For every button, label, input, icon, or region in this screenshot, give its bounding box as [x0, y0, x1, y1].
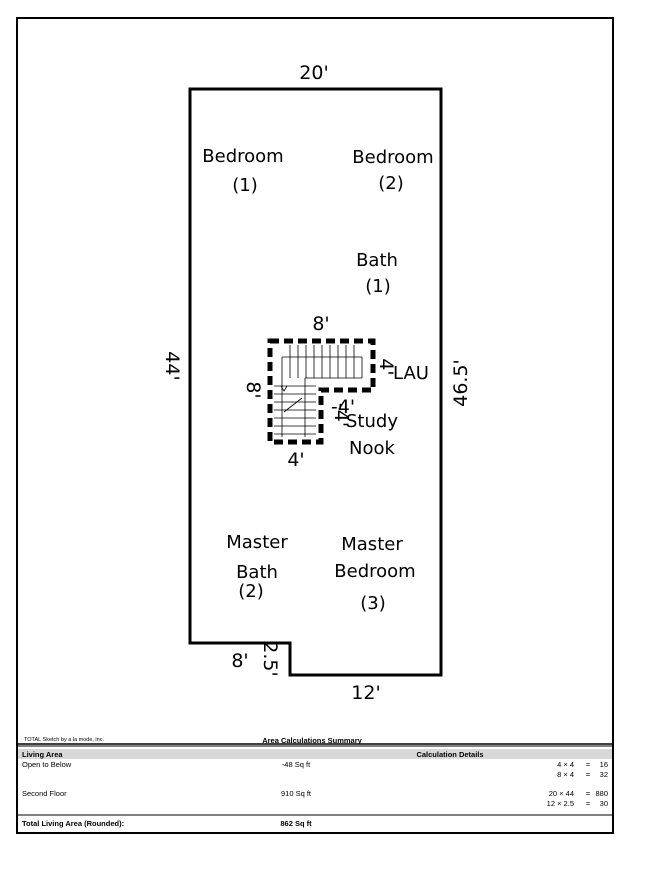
- room-label-bedroom2-number: (2): [378, 173, 404, 194]
- calc-value: 880: [595, 789, 608, 798]
- calc-value: 16: [600, 760, 608, 769]
- staircase: [274, 345, 363, 437]
- calc-value: 30: [600, 799, 608, 808]
- row-name-second-floor: Second Floor: [22, 789, 67, 798]
- calc-expr: 8 × 4: [557, 770, 574, 779]
- room-label-bath1-number: (1): [365, 276, 391, 297]
- summary-header-calc-details: Calculation Details: [416, 750, 483, 759]
- dimension-left: 44': [161, 351, 183, 380]
- calc-equals: =: [586, 770, 591, 779]
- dimension-stair-right: 4': [375, 358, 397, 375]
- row-area-open-to-below: -48 Sq ft: [282, 760, 311, 769]
- calc-equals: =: [586, 789, 591, 798]
- room-label-bedroom2-name: Bedroom: [352, 147, 433, 168]
- page-frame: [16, 17, 614, 834]
- exterior-wall: [188, 87, 443, 677]
- room-label-master-bedroom-line2: Bedroom: [334, 561, 415, 582]
- open-to-below-outline: [267, 338, 376, 445]
- room-label-bedroom1-number: (1): [232, 175, 258, 196]
- dimension-notch-width: 8': [231, 650, 248, 672]
- dimension-stair-bottom: 4': [287, 449, 304, 471]
- room-label-study-nook: Nook: [349, 438, 395, 459]
- calc-expr: 20 × 44: [549, 789, 574, 798]
- dimension-notch-height: 2.5': [259, 641, 281, 676]
- room-label-master-bath-line1: Master: [226, 532, 288, 553]
- row-area-second-floor: 910 Sq ft: [281, 789, 312, 798]
- calc-value: 32: [600, 770, 608, 779]
- dimension-right: 46.5': [450, 359, 472, 407]
- dimension-top: 20': [299, 62, 328, 84]
- summary-header-living-area: Living Area: [22, 750, 63, 759]
- dimension-stair-top: 8': [312, 313, 329, 335]
- dimension-stair-inner-vertical: -4': [330, 403, 352, 427]
- calc-equals: =: [586, 799, 591, 808]
- summary-title: Area Calculations Summary: [262, 736, 362, 745]
- room-label-master-bath-number: (2): [238, 581, 264, 602]
- room-label-master-bath-line2: Bath: [236, 562, 278, 583]
- dimension-stair-left: 8': [242, 381, 264, 398]
- dimension-stair-inner: -4': [331, 396, 355, 418]
- row-name-open-to-below: Open to Below: [22, 760, 72, 769]
- dimension-bottom: 12': [351, 682, 380, 704]
- room-label-master-bedroom-number: (3): [360, 593, 386, 614]
- summary-header-bar: [18, 749, 612, 759]
- calc-equals: =: [586, 760, 591, 769]
- calc-expr: 4 × 4: [557, 760, 574, 769]
- software-credit: TOTAL Sketch by a la mode, inc.: [24, 737, 104, 743]
- room-label-bath1-name: Bath: [356, 250, 398, 271]
- room-label-study-name: Study: [346, 411, 398, 432]
- total-label: Total Living Area (Rounded):: [22, 819, 124, 828]
- room-label-lau: LAU: [393, 363, 429, 384]
- room-label-master-bedroom-line1: Master: [341, 534, 403, 555]
- calc-expr: 12 × 2.5: [547, 799, 574, 808]
- room-label-bedroom1-name: Bedroom: [202, 146, 283, 167]
- total-value: 862 Sq ft: [280, 819, 312, 828]
